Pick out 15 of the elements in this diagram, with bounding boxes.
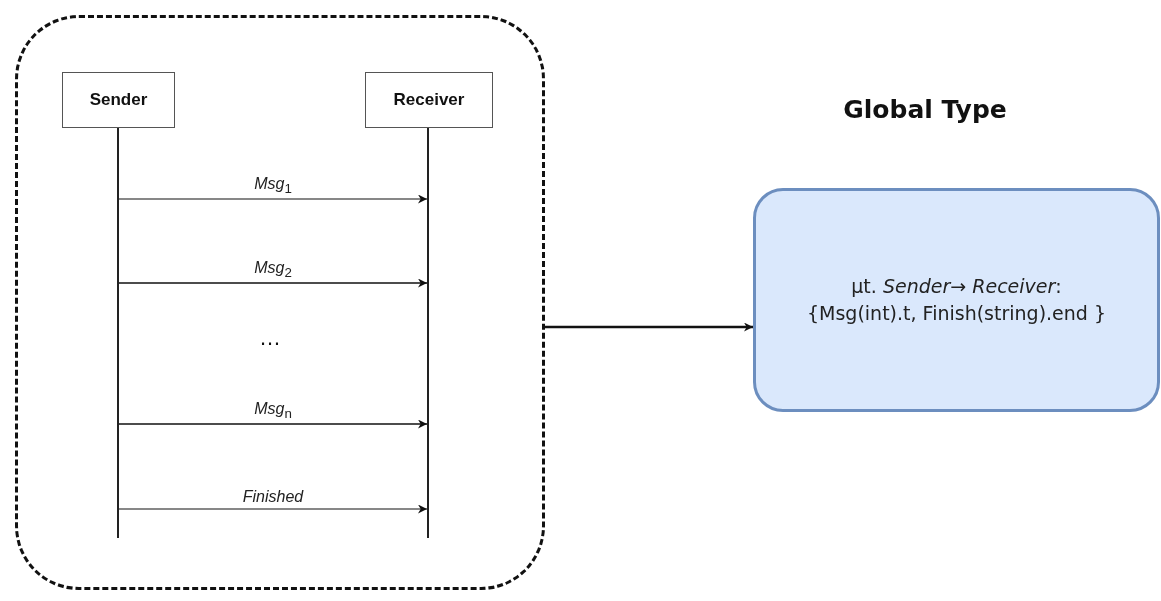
edge-label: Msg$_{n}$: [252, 399, 294, 421]
arrow: [118, 278, 428, 288]
heading-label: Global Type: [843, 95, 1007, 124]
lifeline: [427, 128, 429, 538]
arrow: [118, 504, 428, 514]
arrow: [118, 419, 428, 429]
lifeline: [117, 128, 119, 538]
arrow: [118, 194, 428, 204]
participant-box: Receiver: [365, 72, 493, 128]
type-box: µt. Sender→ Receiver: {Msg(int).t, Finish(string).end }: [753, 188, 1160, 412]
arrow: [545, 322, 753, 332]
participant-box: Sender: [62, 72, 175, 128]
ellipsis-label: …: [259, 325, 281, 351]
edge-label: Msg$_{2}$: [252, 258, 294, 280]
edge-label: Msg$_{1}$: [252, 174, 294, 196]
